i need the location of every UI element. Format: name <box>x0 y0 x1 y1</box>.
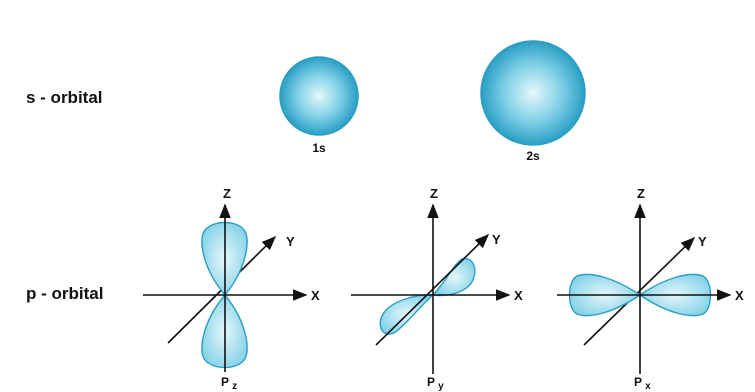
px-y-label: Y <box>698 234 707 249</box>
orbital-px: Z Y X P x <box>557 186 744 392</box>
px-y-axis <box>583 236 696 346</box>
pz-y-label: Y <box>286 234 295 249</box>
orbital-pz: Z Y X P z <box>143 186 320 392</box>
px-label-main: P <box>634 375 642 389</box>
p-orbital-row-label: p - orbital <box>26 284 104 303</box>
px-label: P x <box>634 375 651 392</box>
py-x-label: X <box>514 288 523 303</box>
py-label-main: P <box>427 375 435 389</box>
label-2s: 2s <box>526 149 540 163</box>
py-y-axis <box>375 233 490 346</box>
px-label-sub: x <box>645 381 651 392</box>
py-label-sub: y <box>438 381 444 392</box>
py-label: P y <box>427 375 444 392</box>
orbital-2s: 2s <box>480 40 586 163</box>
pz-z-label: Z <box>223 186 231 201</box>
px-z-label: Z <box>637 186 645 201</box>
pz-x-label: X <box>311 288 320 303</box>
py-z-label: Z <box>430 186 438 201</box>
pz-label: P z <box>221 375 237 392</box>
label-1s: 1s <box>312 141 326 155</box>
px-x-label: X <box>735 288 744 303</box>
py-y-label: Y <box>492 232 501 247</box>
pz-label-main: P <box>221 375 229 389</box>
s-orbital-row-label: s - orbital <box>26 88 103 107</box>
py-upper-lobe <box>431 257 476 297</box>
orbital-py: Z Y X P y <box>351 186 523 392</box>
orbital-1s: 1s <box>279 56 359 155</box>
pz-label-sub: z <box>232 381 237 392</box>
sphere-2s <box>480 40 586 146</box>
sphere-1s <box>279 56 359 136</box>
